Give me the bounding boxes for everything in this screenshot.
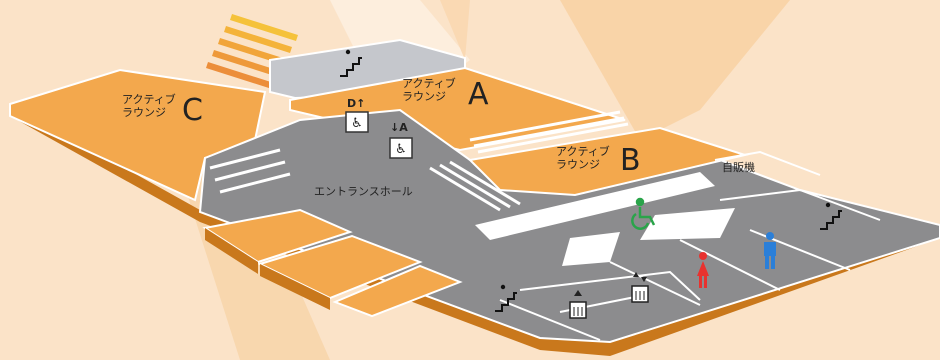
light-beam [560,0,790,140]
lounge-a-label: アクティブ ラウンジ [402,77,456,103]
light-beam [440,0,470,60]
stairs-up-icon [820,202,842,230]
svg-text:♿: ♿ [351,116,363,131]
entrance-hall-floor [198,108,940,344]
lounge-a-letter: A [468,77,489,112]
lounge-b-letter: B [620,143,641,178]
counter [475,172,715,240]
male-restroom-icon [764,232,776,269]
lounge-c-letter: C [182,93,203,128]
orange-room [257,234,423,300]
elevator-a-down-tag: ↓A [390,121,408,134]
elevator-up-icon [569,290,587,319]
decorative-stripes [206,14,298,89]
counter [562,232,620,266]
lounge-b-label: アクティブ ラウンジ [556,145,610,171]
wheelchair-accessible-icon [631,197,656,230]
wheelchair-elevator-icon [389,137,413,159]
vending-machine-label: 自販機 [722,161,755,174]
elevator-updown-icon [631,272,649,303]
stairs-up-icon [340,49,362,77]
elevator-d-up-tag: D↑ [347,97,366,110]
entrance-hall-label: エントランスホール [314,185,413,198]
orange-room [332,264,463,318]
stair-steps [209,110,629,212]
counter [640,208,735,240]
lounge-b-area [467,126,749,197]
female-restroom-icon [697,252,709,288]
lounge-c-label: アクティブ ラウンジ [122,93,176,119]
svg-text:♿: ♿ [395,142,407,157]
stairs-up-icon [495,284,517,312]
wheelchair-elevator-icon [345,111,369,133]
